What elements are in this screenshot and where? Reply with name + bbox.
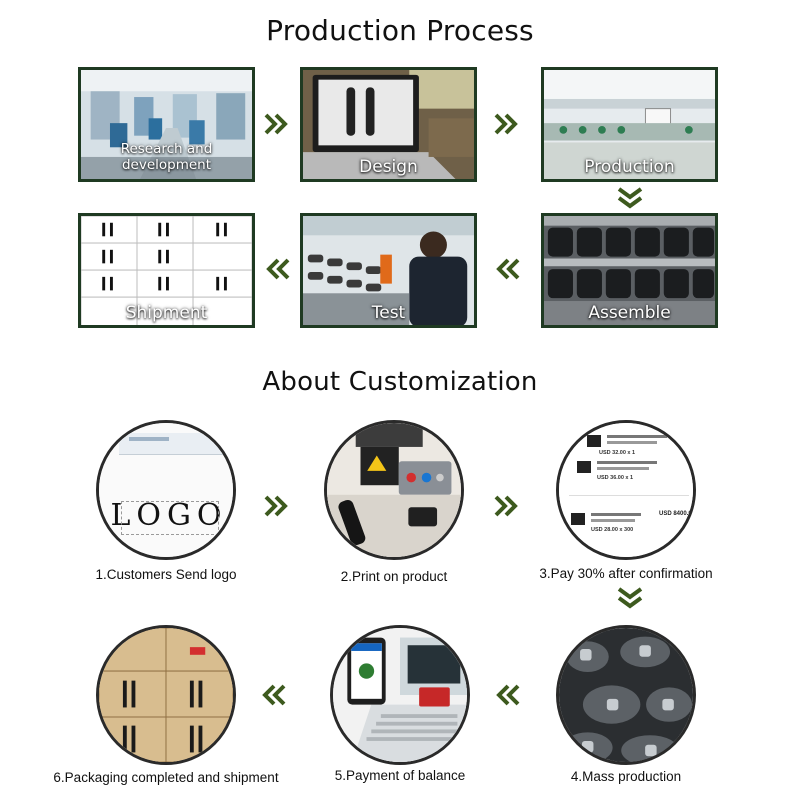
production-line-photo	[544, 70, 715, 179]
tile-test: Test	[300, 213, 477, 328]
assembly-parts-photo	[544, 216, 715, 325]
double-chevron-right-icon	[263, 113, 289, 135]
laser-printer-photo	[327, 423, 461, 557]
double-chevron-left-icon	[265, 258, 291, 280]
tile-shipment: Shipment	[78, 213, 255, 328]
testing-bench-photo	[303, 216, 474, 325]
production-process-title: Production Process	[266, 14, 534, 47]
logo-placeholder-text: LOGO	[110, 498, 228, 533]
tile-research-and-development: Research and development	[78, 67, 255, 182]
double-chevron-left-icon	[495, 684, 521, 706]
circle-pay-30-percent: USD 32.00 x 1 USD 36.00 x 1 USD 28.00 x …	[556, 420, 696, 560]
tile-label: Design	[359, 157, 418, 177]
double-chevron-right-icon	[263, 495, 289, 517]
laptop-design-photo	[303, 70, 474, 179]
stacked-boxes-photo	[81, 216, 252, 325]
tile-label: Production	[584, 157, 675, 177]
circle-mass-production	[556, 625, 696, 765]
double-chevron-right-icon	[493, 113, 519, 135]
tile-label: Test	[371, 303, 406, 323]
double-chevron-down-icon	[617, 186, 643, 210]
order-price-1: USD 32.00 x 1	[599, 450, 636, 456]
tile-assemble: Assemble	[541, 213, 718, 328]
factory-floor-photo	[81, 70, 252, 179]
online-payment-photo	[333, 628, 467, 762]
double-chevron-right-icon	[493, 495, 519, 517]
tile-design: Design	[300, 67, 477, 182]
order-price-3: USD 28.00 x 300	[591, 527, 634, 533]
double-chevron-down-icon	[617, 586, 643, 610]
caption: 1.Customers Send logo	[95, 567, 237, 582]
circle-customers-send-logo: LOGO	[96, 420, 236, 560]
caption: 6.Packaging completed and shipment	[53, 770, 279, 785]
caption: 5.Payment of balance	[334, 768, 466, 783]
double-chevron-left-icon	[495, 258, 521, 280]
order-price-2: USD 36.00 x 1	[597, 475, 634, 481]
tile-label: Assemble	[588, 303, 671, 323]
circle-payment-of-balance	[330, 625, 470, 765]
tile-label: Research and development	[120, 141, 213, 173]
cartons-photo	[99, 628, 233, 762]
tile-production: Production	[541, 67, 718, 182]
circle-print-on-product	[324, 420, 464, 560]
caption: 3.Pay 30% after confirmation	[539, 566, 713, 581]
order-total: USD 8400.0	[659, 511, 692, 517]
caption: 2.Print on product	[340, 569, 448, 584]
circle-packaging-and-shipment	[96, 625, 236, 765]
caption: 4.Mass production	[570, 769, 682, 784]
double-chevron-left-icon	[261, 684, 287, 706]
about-customization-title: About Customization	[262, 367, 538, 397]
mass-production-photo	[559, 628, 693, 762]
tile-label: Shipment	[125, 303, 208, 323]
